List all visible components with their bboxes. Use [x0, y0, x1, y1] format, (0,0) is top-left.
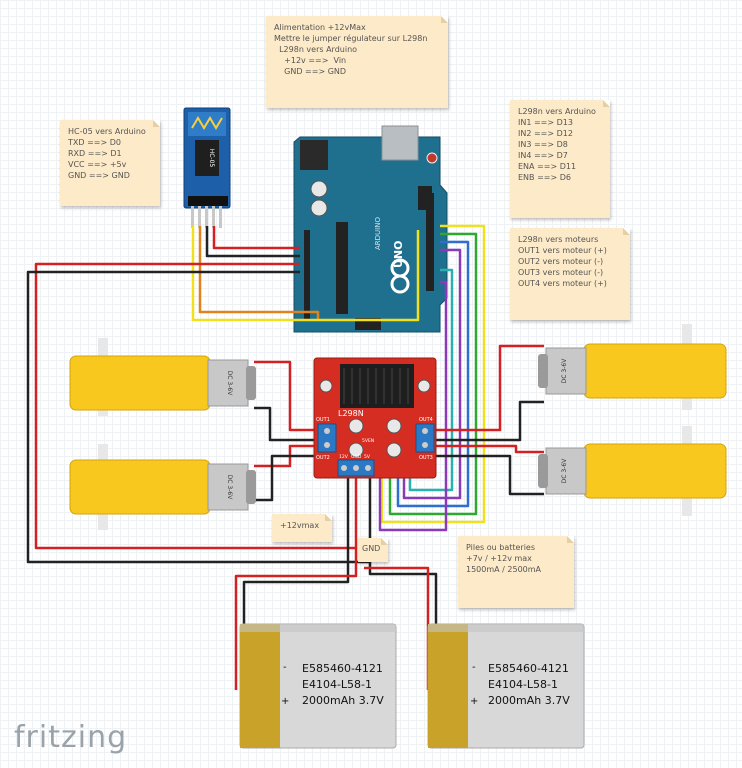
wire-in4 — [408, 268, 454, 492]
battery-left-plus: + — [281, 696, 289, 707]
note-l298n-arduino-line: IN3 ==> D8 — [518, 140, 568, 149]
l298n-board — [313, 357, 437, 479]
note-power-line: L298n vers Arduino — [274, 45, 358, 54]
note-power-line: GND ==> GND — [274, 67, 347, 76]
note-l298n-arduino-line: IN1 ==> D13 — [518, 118, 573, 127]
battery-left-line-1: E585460-4121 — [302, 662, 383, 675]
wire-in2 — [396, 240, 470, 508]
battery-right-line-3: 2000mAh 3.7V — [488, 694, 570, 707]
note-l298n-arduino[interactable]: L298n vers Arduino IN1 ==> D13 IN2 ==> D… — [510, 100, 610, 218]
battery-left-line-2: E4104-L58-1 — [302, 678, 372, 691]
wire-motor4-plus — [436, 444, 544, 454]
hc05-chip-label: HC-05 — [208, 149, 215, 168]
gnd-pin-label: GND — [351, 454, 362, 460]
motor-right-top — [538, 324, 727, 410]
note-l298n-arduino-line: L298n vers Arduino — [518, 107, 596, 116]
wires — [26, 224, 544, 700]
note-power-line: Mettre le jumper régulateur sur L298n — [274, 34, 428, 43]
note-hc05-line: HC-05 vers Arduino — [68, 127, 146, 136]
battery-right-line-2: E4104-L58-1 — [488, 678, 558, 691]
wire-gnd — [26, 270, 372, 564]
out3-label: OUT3 — [419, 455, 433, 461]
note-batteries[interactable]: Piles ou batteries +7v / +12v max 1500mA… — [458, 536, 574, 608]
note-hc05-line: RXD ==> D1 — [68, 149, 122, 158]
note-l298n-motors-line: OUT4 vers moteur (+) — [518, 279, 607, 288]
motor-right-bottom-label: DC 3-6V — [561, 458, 568, 484]
battery-right-line-1: E585460-4121 — [488, 662, 569, 675]
battery-left — [239, 623, 397, 749]
wire-vin — [34, 262, 358, 550]
fritzing-logo: fritzing — [14, 720, 128, 755]
wire-motor1-plus — [254, 360, 318, 432]
note-l298n-arduino-line: ENB ==> D6 — [518, 173, 571, 182]
note-l298n-arduino-line: IN2 ==> D12 — [518, 129, 573, 138]
note-hc05[interactable]: HC-05 vers Arduino TXD ==> D0 RXD ==> D1… — [60, 120, 160, 206]
wire-hc05-gnd — [205, 226, 300, 258]
wire-enb — [378, 280, 448, 532]
note-power-line: Alimentation +12vMax — [274, 23, 366, 32]
wire-motor4-minus — [436, 454, 544, 496]
battery-right — [427, 623, 585, 749]
note-hc05-line: TXD ==> D0 — [68, 138, 121, 147]
note-12v-line: +12vmax — [280, 521, 320, 530]
wire-motor1-minus — [254, 406, 318, 442]
wire-hc05-vcc — [212, 226, 300, 250]
battery-left-line-3: 2000mAh 3.7V — [302, 694, 384, 707]
note-l298n-arduino-line: ENA ==> D11 — [518, 162, 577, 171]
note-batteries-line: +7v / +12v max — [466, 554, 532, 563]
hc05-module — [183, 107, 231, 228]
battery-right-plus: + — [470, 696, 478, 707]
wire-motor3-minus — [436, 400, 544, 442]
wire-motor3-plus — [436, 344, 544, 432]
note-batteries-line: Piles ou batteries — [466, 543, 536, 552]
l298n-label: L298N — [338, 409, 364, 418]
note-batteries-line: 1500mA / 2500mA — [466, 565, 542, 574]
battery-left-minus: - — [283, 662, 287, 673]
note-power-line: +12v ==> Vin — [274, 56, 347, 65]
wire-battery1-red — [234, 548, 358, 690]
out1-label: OUT1 — [316, 417, 330, 423]
motor-left-top-label: DC 3-6V — [226, 371, 233, 397]
v12-pin-label: 12V — [339, 454, 349, 460]
v5-pin-label: 5V — [364, 454, 371, 460]
arduino-uno-label: UNO — [392, 241, 405, 269]
note-l298n-arduino-line: IN4 ==> D7 — [518, 151, 568, 160]
arduino-uno-board — [293, 125, 448, 333]
out2-label: OUT2 — [316, 455, 330, 461]
note-power[interactable]: Alimentation +12vMax Mettre le jumper ré… — [266, 16, 448, 108]
note-hc05-line: GND ==> GND — [68, 171, 130, 180]
note-gnd-line: GND — [362, 544, 381, 553]
out4-label: OUT4 — [419, 417, 433, 423]
note-hc05-line: VCC ==> +5v — [68, 160, 127, 169]
wire-in3 — [402, 248, 462, 500]
note-l298n-motors[interactable]: L298n vers moteurs OUT1 vers moteur (+) … — [510, 228, 630, 320]
wire-motor2-minus — [254, 454, 318, 502]
note-l298n-motors-line: L298n vers moteurs — [518, 235, 599, 244]
v5en-label: 5VEN — [362, 438, 374, 444]
wire-ena — [380, 224, 486, 524]
wire-hc05-txd — [198, 226, 320, 320]
note-l298n-motors-line: OUT2 vers moteur (-) — [518, 257, 604, 266]
arduino-brand-label: ARDUINO — [374, 217, 382, 250]
note-l298n-motors-line: OUT1 vers moteur (+) — [518, 246, 607, 255]
wire-in1 — [388, 232, 478, 516]
motor-right-top-label: DC 3-6V — [561, 358, 568, 384]
motor-right-bottom — [538, 426, 727, 516]
motor-left-top — [69, 338, 256, 416]
battery-right-minus: - — [472, 662, 476, 673]
note-gnd[interactable]: GND — [358, 538, 388, 562]
motor-left-bottom-label: DC 3-6V — [226, 475, 233, 501]
note-l298n-motors-line: OUT3 vers moteur (-) — [518, 268, 604, 277]
motor-left-bottom — [69, 444, 256, 530]
note-12v[interactable]: +12vmax — [272, 514, 332, 542]
